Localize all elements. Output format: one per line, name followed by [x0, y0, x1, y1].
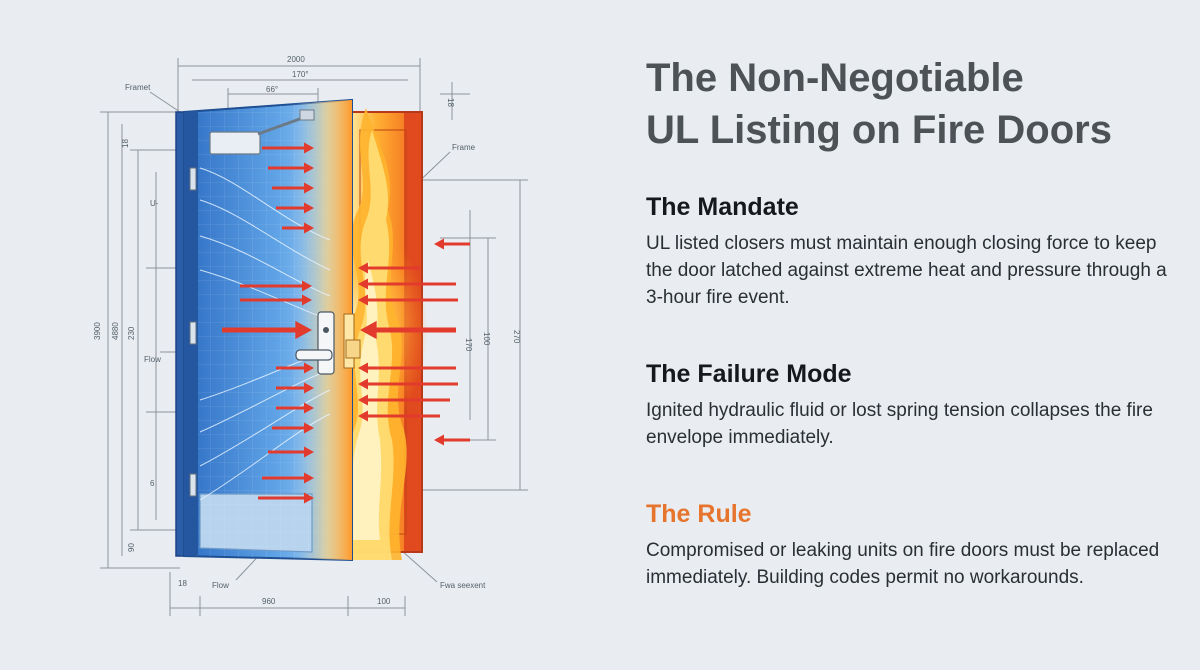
- label-flow-bottom: Flow: [212, 581, 229, 590]
- dim-right-b: 100: [482, 332, 491, 346]
- arrow-push-right-1-head: [304, 162, 314, 174]
- lever-handle: [295, 311, 361, 375]
- arrow-push-right-8-head: [304, 422, 314, 434]
- door-closer: [209, 109, 315, 155]
- arrow-push-left-3-head: [358, 362, 368, 374]
- section-heading-rule: The Rule: [646, 500, 752, 528]
- page-title: The Non-Negotiable UL Listing on Fire Do…: [646, 52, 1186, 156]
- dim-left-bottom: 90: [127, 543, 136, 552]
- arrow-heat-upper-head: [434, 238, 444, 250]
- dim-right-c: 270: [512, 330, 521, 344]
- arrow-push-right-10-head: [304, 472, 314, 484]
- arrow-push-right-9-head: [304, 446, 314, 458]
- arrow-push-left-4-head: [358, 378, 368, 390]
- arrow-push-left-0-head: [358, 262, 368, 274]
- dim-top-small: 66°: [266, 85, 278, 94]
- dim-bottom-left: 18: [178, 579, 187, 588]
- arrow-push-right-upper-head: [302, 280, 312, 292]
- dim-left-mid: 4880: [111, 322, 120, 340]
- label-fire-bottom: Fwa seexent: [440, 581, 486, 590]
- dim-top-width: 2000: [287, 55, 305, 64]
- arrow-push-right-main-head: [295, 320, 312, 340]
- label-flow-mid: Flow: [144, 355, 161, 364]
- label-frame-right: Frame: [452, 143, 476, 152]
- arrow-push-right-0-head: [304, 142, 314, 154]
- arrow-push-right-11-head: [304, 492, 314, 504]
- section-body-mandate: UL listed closers must maintain enough c…: [646, 233, 1167, 308]
- fire-door-diagram: Framet Frame Flow Flow Fwa seexent 2000 …: [93, 55, 528, 616]
- dim-top-right: 18: [446, 98, 455, 107]
- arrow-push-right-4-head: [304, 222, 314, 234]
- dim-left-lower: 6: [150, 479, 155, 488]
- dimension-lines: [100, 58, 528, 616]
- section-body-rule: Compromised or leaking units on fire doo…: [646, 540, 1160, 588]
- dim-bottom-door: 960: [262, 597, 276, 606]
- section-heading-failure-mode: The Failure Mode: [646, 360, 852, 388]
- dim-left-total: 3900: [93, 322, 102, 340]
- arrow-push-right-6-head: [304, 382, 314, 394]
- dim-bottom-right: 100: [377, 597, 391, 606]
- section-failure-mode: The Failure Mode Ignited hydraulic fluid…: [646, 360, 1186, 451]
- label-frame-left: Framet: [125, 83, 151, 92]
- arrow-heat-lower-head: [434, 434, 444, 446]
- arrow-push-left-6-head: [358, 410, 368, 422]
- section-body-failure-mode: Ignited hydraulic fluid or lost spring t…: [646, 400, 1153, 448]
- dim-top-inner: 170°: [292, 70, 309, 79]
- title-line-2: UL Listing on Fire Doors: [646, 108, 1112, 152]
- arrow-push-right-upper-2-head: [302, 294, 312, 306]
- section-heading-mandate: The Mandate: [646, 193, 799, 221]
- dim-left-top: 18: [121, 139, 130, 148]
- arrow-push-left-2-head: [358, 294, 368, 306]
- arrow-push-right-5-head: [304, 362, 314, 374]
- arrow-push-left-main-head: [360, 320, 377, 340]
- dim-left-upper: U-: [150, 199, 159, 208]
- diagram-labels: Framet Frame Flow Flow Fwa seexent 2000 …: [93, 55, 521, 606]
- section-mandate: The Mandate UL listed closers must maint…: [646, 193, 1186, 311]
- title-line-1: The Non-Negotiable: [646, 56, 1024, 100]
- pressure-arrows: [222, 142, 470, 504]
- arrow-push-right-3-head: [304, 202, 314, 214]
- arrow-push-right-2-head: [304, 182, 314, 194]
- dim-right-a: 170: [464, 338, 473, 352]
- section-rule: The Rule Compromised or leaking units on…: [646, 500, 1186, 591]
- arrow-push-left-5-head: [358, 394, 368, 406]
- arrow-push-left-1-head: [358, 278, 368, 290]
- dim-left-inner: 230: [127, 326, 136, 340]
- arrow-push-right-7-head: [304, 402, 314, 414]
- hinges: [189, 167, 197, 497]
